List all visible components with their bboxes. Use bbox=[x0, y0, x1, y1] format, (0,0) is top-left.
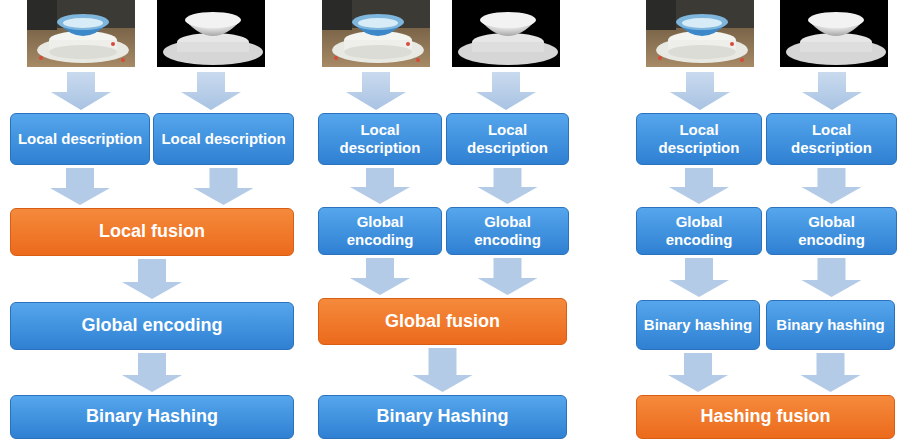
rgb-image bbox=[27, 0, 135, 67]
process-box: Binary Hashing bbox=[10, 395, 294, 439]
box-label: Hashing fusion bbox=[695, 404, 837, 430]
fusion-box: Hashing fusion bbox=[636, 395, 895, 439]
box-label: Global encoding bbox=[319, 211, 441, 251]
block-arrow bbox=[350, 168, 410, 204]
block-arrow bbox=[181, 72, 241, 110]
fusion-box: Local fusion bbox=[10, 208, 294, 256]
box-label: Local fusion bbox=[93, 219, 211, 245]
box-label: Global encoding bbox=[447, 211, 568, 251]
process-box: Global encoding bbox=[766, 207, 897, 255]
fusion-box: Global fusion bbox=[318, 298, 567, 345]
block-arrow bbox=[669, 258, 729, 297]
depth-image bbox=[157, 0, 265, 67]
block-arrow bbox=[478, 258, 538, 295]
process-box: Local description bbox=[153, 113, 294, 165]
box-label: Binary Hashing bbox=[80, 404, 224, 430]
process-box: Binary hashing bbox=[766, 300, 895, 350]
process-box: Binary Hashing bbox=[318, 395, 567, 439]
process-box: Local description bbox=[10, 113, 150, 165]
block-arrow bbox=[50, 168, 110, 205]
depth-image bbox=[780, 0, 888, 67]
process-box: Global encoding bbox=[10, 302, 294, 350]
process-box: Global encoding bbox=[636, 207, 762, 255]
block-arrow bbox=[413, 348, 473, 392]
box-label: Global encoding bbox=[767, 211, 896, 251]
box-label: Local description bbox=[319, 119, 441, 159]
block-arrow bbox=[122, 353, 182, 392]
block-arrow bbox=[122, 259, 182, 299]
process-box: Global encoding bbox=[446, 207, 569, 255]
process-box: Local description bbox=[446, 113, 569, 165]
box-label: Local description bbox=[447, 119, 568, 159]
block-arrow bbox=[346, 72, 406, 110]
process-box: Local description bbox=[318, 113, 442, 165]
input-arrows bbox=[51, 72, 862, 110]
box-label: Local description bbox=[12, 128, 148, 150]
rgb-image bbox=[322, 0, 430, 67]
box-label: Local description bbox=[155, 128, 291, 150]
block-arrow bbox=[669, 168, 729, 204]
box-label: Global fusion bbox=[379, 309, 506, 335]
depth-image bbox=[452, 0, 560, 67]
process-box: Global encoding bbox=[318, 207, 442, 255]
box-label: Binary Hashing bbox=[370, 404, 514, 430]
block-arrow bbox=[802, 72, 862, 110]
process-box: Local description bbox=[766, 113, 897, 165]
rgb-image bbox=[646, 0, 754, 67]
box-label: Binary hashing bbox=[638, 314, 758, 336]
box-label: Binary hashing bbox=[770, 314, 890, 336]
block-arrow bbox=[350, 258, 410, 295]
block-arrow bbox=[194, 168, 254, 205]
box-label: Global encoding bbox=[75, 313, 228, 339]
block-arrow bbox=[668, 353, 728, 392]
box-label: Global encoding bbox=[637, 211, 761, 251]
block-arrow bbox=[670, 72, 730, 110]
process-box: Binary hashing bbox=[636, 300, 760, 350]
block-arrow bbox=[802, 168, 862, 204]
block-arrow bbox=[476, 72, 536, 110]
box-label: Local description bbox=[767, 119, 896, 159]
block-arrow bbox=[51, 72, 111, 110]
block-arrow bbox=[801, 353, 861, 392]
box-label: Local description bbox=[637, 119, 761, 159]
block-arrow bbox=[802, 258, 862, 297]
block-arrow bbox=[478, 168, 538, 204]
process-box: Local description bbox=[636, 113, 762, 165]
